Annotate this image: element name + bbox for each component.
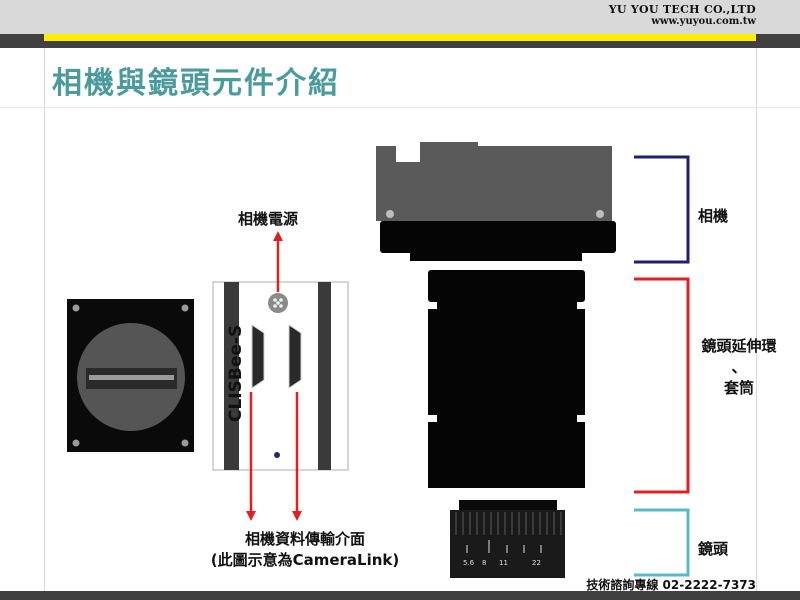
interface-label: 相機資料傳輸介面 (此圖示意為CameraLink) [210,528,400,570]
left-guide-line [44,48,45,592]
company-logo: YU YOU TECH CO.,LTD www.yuyou.com.tw [609,3,756,28]
extension-label-line1: 鏡頭延伸環 [701,337,777,355]
interface-label-line1: 相機資料傳輸介面 [244,530,365,548]
status-led [274,452,280,458]
extension-tubes [428,270,585,488]
header-accent-right [756,34,800,48]
header-yellow-stripe [44,34,756,41]
company-website: www.yuyou.com.tw [651,16,756,27]
footer-bar [0,591,800,600]
camera-body-side-view [376,142,616,261]
camera-bracket [634,155,690,264]
title-divider [0,107,800,108]
power-label: 相機電源 [238,210,299,228]
aperture-label: 5.6 [463,559,475,567]
extension-label-line3: 套筒 [723,379,754,397]
interface-label-line2: (此圖示意為CameraLink) [210,551,400,569]
screw-icon [181,439,189,447]
screw-icon [181,304,189,312]
camera-label: 相機 [698,207,729,225]
header-accent-left [0,34,44,48]
screw-icon [596,210,604,218]
camera-front-view [67,299,194,452]
lens-bracket [634,508,690,577]
extension-tube-long [428,309,585,415]
header-bar [0,0,800,34]
brand-text: CLISBee-S [226,325,246,422]
sensor-slot [89,375,174,380]
lens: 5.6 8 11 22 [450,500,565,578]
aperture-label: 11 [499,559,508,567]
right-guide-line [756,48,757,592]
hotline-text: 技術諮詢專線 02-2222-7373 [586,578,756,592]
camera-rear-panel: CLISBee-S [212,281,349,471]
lens-label: 鏡頭 [698,540,729,558]
screw-icon [72,304,80,312]
cameralink-port-2 [288,324,302,389]
extension-bracket [634,277,690,494]
aperture-label: 8 [482,559,486,567]
page-title: 相機與鏡頭元件介紹 [52,66,340,101]
header-dark-stripe [44,41,756,48]
screw-icon [386,210,394,218]
extension-label: 鏡頭延伸環 、 套筒 [694,336,784,399]
company-name: YU YOU TECH CO.,LTD [608,3,756,16]
aperture-label: 22 [532,559,541,567]
aperture-scale-ticks [466,540,542,553]
cameralink-port-1 [251,324,265,389]
extension-tube-short [428,422,585,488]
screw-icon [72,439,80,447]
extension-ring [428,270,585,302]
extension-label-line2: 、 [731,358,747,376]
